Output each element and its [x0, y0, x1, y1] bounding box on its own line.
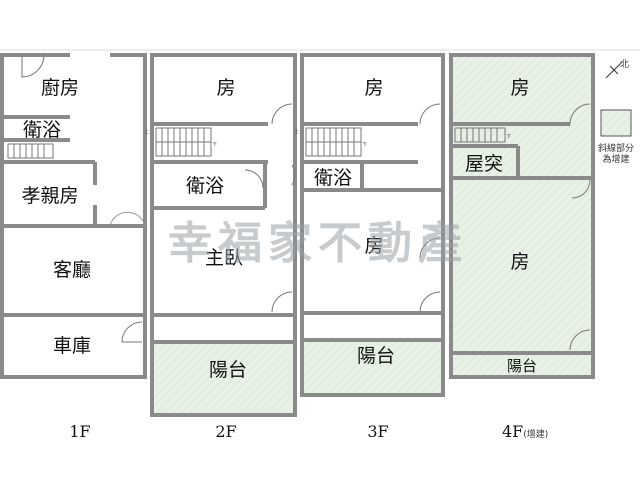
floor-label-1f: 1F [69, 422, 90, 441]
stair-mark-2f-up: 上 [144, 128, 149, 135]
legend-text-line1: 斜線部分 [598, 142, 634, 154]
room-1f-kitchen: 廚房 [41, 76, 79, 99]
floor-label-4f-suffix: (增建) [523, 428, 548, 440]
legend-swatch [600, 109, 632, 137]
compass-icon [605, 61, 623, 79]
floor-4f-details [454, 103, 591, 351]
floor-label-2f: 2F [215, 422, 236, 441]
room-1f-garage: 車庫 [53, 335, 91, 357]
floor-2f-balcony-fill [152, 342, 295, 414]
room-2f-balcony: 陽台 [209, 359, 247, 381]
floor-3f [300, 53, 445, 397]
stair-mark-4f-down: 下 [506, 134, 511, 140]
floor-label-3f: 3F [367, 422, 388, 441]
room-2f-room: 房 [216, 77, 235, 99]
floor-2f [150, 53, 297, 417]
legend-text-line2: 為增建 [602, 153, 629, 165]
stair-mark-3f-up: 上 [294, 128, 299, 135]
room-4f-roof-protrusion: 屋突 [465, 153, 503, 175]
floor-2f-details [155, 103, 296, 313]
room-4f-room-front: 房 [510, 77, 529, 99]
room-1f-bathroom: 衛浴 [23, 119, 61, 141]
stair-mark-2f-down: 下 [212, 142, 217, 148]
room-3f-room-middle: 房 [364, 235, 383, 257]
compass-label: 北 [620, 59, 629, 70]
floor-3f-details [305, 103, 441, 313]
watermark-text: 幸福家不動產 [168, 218, 468, 269]
room-4f-balcony: 陽台 [507, 357, 537, 375]
floor-1f-details [7, 53, 146, 343]
room-3f-balcony: 陽台 [357, 345, 395, 367]
room-3f-room-front: 房 [364, 77, 383, 99]
floor-4f [449, 53, 595, 379]
floor-1f [0, 53, 147, 379]
stair-mark-3f-down: 下 [362, 142, 367, 148]
room-1f-elder-room: 孝親房 [21, 185, 78, 207]
floor-4f-added-fill [451, 55, 593, 377]
room-2f-bathroom: 衛浴 [186, 175, 224, 197]
room-3f-bathroom: 衛浴 [314, 167, 352, 189]
room-4f-room-main: 房 [510, 251, 529, 273]
floor-3f-balcony-fill [302, 340, 443, 394]
room-1f-living-room: 客廳 [53, 259, 91, 281]
floor-label-4f: 4F(增建) [502, 422, 548, 441]
room-2f-master-bedroom: 主臥 [205, 247, 243, 269]
